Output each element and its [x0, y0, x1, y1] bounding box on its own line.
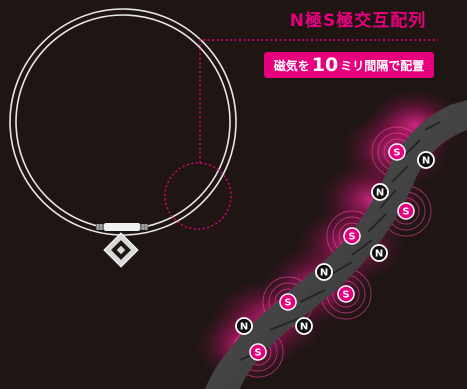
magnet-s-pole: S — [388, 143, 406, 161]
magnet-pole-label: S — [348, 232, 355, 243]
strap-segment-line — [424, 121, 441, 131]
strap-segment-line — [351, 239, 373, 256]
necklace-ring-outer — [9, 8, 237, 236]
magnet-pole-label: N — [375, 249, 383, 260]
magnet-disc — [235, 317, 253, 335]
magnet-disc — [279, 293, 297, 311]
magnet-disc — [370, 244, 388, 262]
strap-segment-line — [269, 317, 301, 331]
magnet-pole-label: S — [402, 207, 409, 218]
page-title: N極S極交互配列 — [289, 11, 427, 31]
magnet-s-pole: S — [279, 293, 297, 311]
magnet-n-pole: N — [315, 263, 333, 281]
magnet-row: S N N S S N N S S N N S — [235, 143, 435, 361]
magnet-disc — [249, 343, 267, 361]
magnet-disc — [343, 227, 361, 245]
magnet-pole-label: N — [320, 268, 328, 279]
badge-prefix: 磁気を — [273, 58, 310, 73]
magnet-pole-label: N — [422, 156, 430, 167]
magnet-pole-label: N — [240, 322, 248, 333]
magnet-disc — [397, 202, 415, 220]
badge-suffix: ミリ間隔で配置 — [340, 58, 425, 73]
magnet-pole-label: N — [300, 322, 308, 333]
strap-segment-line — [391, 165, 409, 183]
strap-segment-line — [367, 213, 387, 233]
pendant-icon — [103, 232, 139, 268]
magnet-pole-label: S — [342, 290, 349, 301]
magnet-disc — [315, 263, 333, 281]
callout-line — [199, 39, 438, 163]
magnet-disc — [371, 183, 389, 201]
magnet-s-pole: S — [337, 285, 355, 303]
magnet-pole-label: S — [284, 298, 291, 309]
magnet-pole-label: S — [393, 148, 400, 159]
strap-segment-line — [299, 289, 326, 303]
magnet-disc — [388, 143, 406, 161]
magnet-n-pole: N — [371, 183, 389, 201]
necklace-clasp — [96, 223, 148, 231]
magnet-disc — [295, 317, 313, 335]
badge-number: 10 — [311, 53, 339, 76]
necklace-ring-inner — [15, 14, 231, 230]
strap-segment-line — [329, 261, 353, 276]
magnet-pole-label: N — [376, 188, 384, 199]
zoom-circle — [164, 162, 232, 230]
magnet-s-pole: S — [249, 343, 267, 361]
magnet-n-pole: N — [235, 317, 253, 335]
magnet-disc — [337, 285, 355, 303]
magnet-disc — [417, 151, 435, 169]
strap-segment-line — [379, 189, 397, 209]
magnet-s-pole: S — [343, 227, 361, 245]
magnet-n-pole: N — [370, 244, 388, 262]
magnet-s-pole: S — [397, 202, 415, 220]
magnet-n-pole: N — [295, 317, 313, 335]
magnet-n-pole: N — [417, 151, 435, 169]
magnet-pole-label: S — [254, 348, 261, 359]
strap-segment-line — [404, 139, 421, 156]
